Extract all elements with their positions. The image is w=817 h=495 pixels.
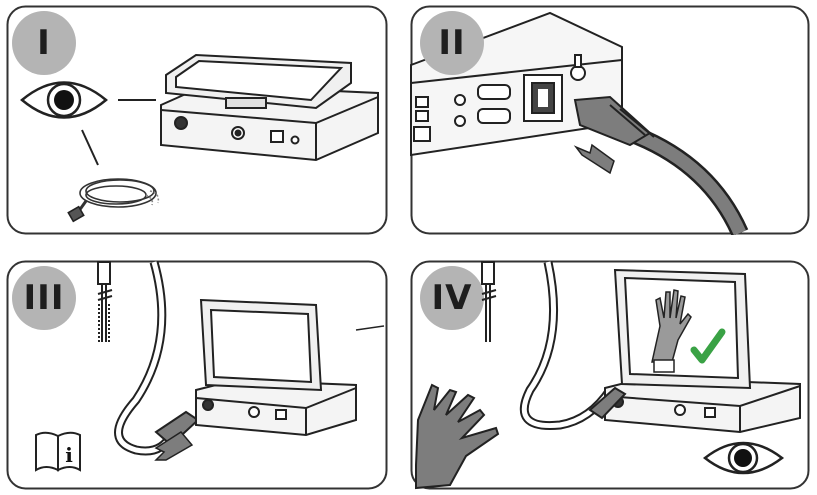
- probe-cable: [116, 261, 174, 454]
- step-label: I: [37, 23, 51, 63]
- checkmark-icon: [690, 328, 726, 364]
- panel-step-1: I: [6, 5, 388, 235]
- step-badge: [420, 11, 484, 75]
- eye-icon: [20, 81, 108, 119]
- panel-step-4: IV: [410, 260, 810, 490]
- probe-icon: [97, 261, 113, 342]
- manual-info-letter: i: [65, 443, 73, 467]
- step-badge: [12, 266, 76, 330]
- eye-icon: [702, 441, 785, 475]
- panel-step-3: i III: [6, 260, 388, 490]
- device-assembled: [195, 298, 385, 437]
- probe-cable: [521, 261, 613, 429]
- hand-on-screen-icon: [651, 289, 692, 373]
- step-badge: [420, 266, 484, 330]
- step-label: III: [23, 278, 65, 318]
- panel-step-2: II: [410, 5, 810, 235]
- device-base: [160, 83, 379, 162]
- step-badge: [12, 11, 76, 75]
- manual-info-icon: i: [35, 431, 81, 472]
- power-cord: [573, 95, 749, 235]
- glove-icon: [415, 383, 500, 490]
- tablet-display: [165, 53, 352, 110]
- panel-3-drawing: i: [6, 260, 388, 490]
- panel-2-drawing: [410, 5, 810, 235]
- panel-4-drawing: [410, 260, 810, 490]
- step-label: II: [438, 23, 466, 63]
- cable-icon: [67, 178, 160, 223]
- step-label: IV: [431, 278, 473, 318]
- panel-1-drawing: [6, 5, 388, 235]
- connector-plug: [588, 386, 627, 420]
- connector-line: [81, 129, 99, 166]
- probe-icon: [481, 261, 497, 342]
- direction-arrow: [154, 431, 194, 461]
- direction-arrow: [573, 143, 615, 175]
